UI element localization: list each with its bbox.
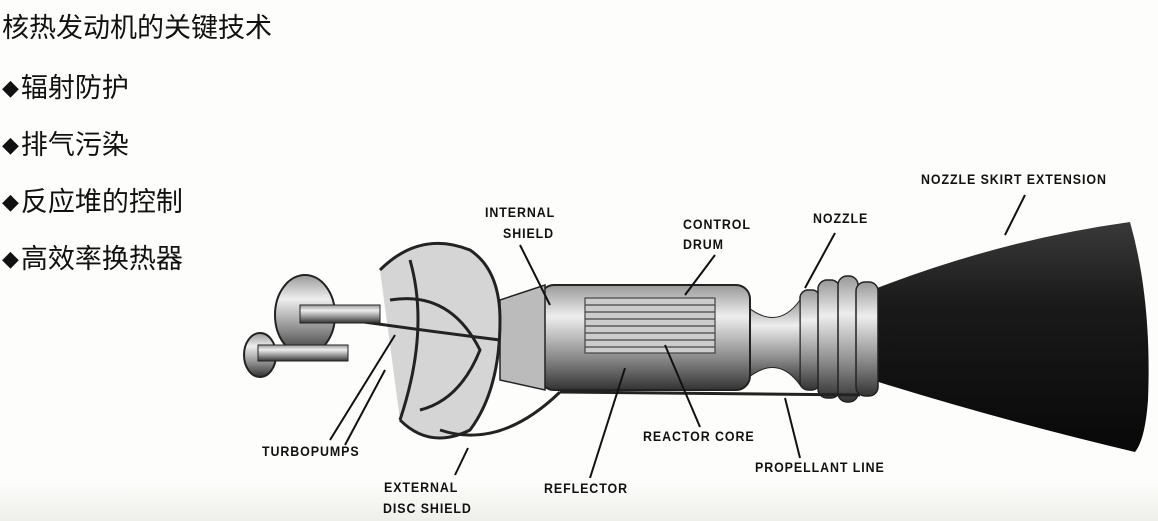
- label-control-drum-line2: DRUM: [683, 237, 724, 252]
- label-control-drum-line1: CONTROL: [683, 217, 751, 232]
- label-external-disc-shield-line1: EXTERNAL: [384, 480, 459, 495]
- label-external-disc-shield-line2: DISC SHIELD: [383, 501, 472, 516]
- label-internal-shield-line2: SHIELD: [503, 226, 555, 241]
- nozzle-skirt: [872, 222, 1149, 452]
- bullet-item: ◆反应堆的控制: [2, 174, 183, 231]
- nozzle-rings: [799, 275, 879, 403]
- bullet-item: ◆排气污染: [2, 117, 183, 174]
- leader-lines: [329, 194, 1026, 479]
- diamond-bullet-icon: ◆: [2, 246, 19, 272]
- bullet-text: 辐射防护: [20, 72, 129, 104]
- bullet-text: 排气污染: [20, 129, 129, 161]
- label-nozzle: NOZZLE: [813, 211, 869, 226]
- label-reflector: REFLECTOR: [544, 481, 628, 496]
- bullet-text: 反应堆的控制: [20, 186, 183, 218]
- label-internal-shield-line1: INTERNAL: [485, 205, 556, 220]
- diamond-bullet-icon: ◆: [2, 189, 19, 215]
- propellant-line: [559, 390, 861, 397]
- bullet-item: ◆辐射防护: [2, 60, 183, 117]
- slide-title: 核热发动机的关键技术: [2, 13, 272, 44]
- nozzle-throat: [739, 298, 801, 387]
- label-propellant-line: PROPELLANT LINE: [755, 460, 885, 475]
- reactor-core: [584, 297, 716, 354]
- bullet-text: 高效率换热器: [20, 243, 183, 275]
- label-reactor-core: REACTOR CORE: [643, 429, 755, 444]
- bullet-item: ◆高效率换热器: [2, 231, 183, 288]
- diamond-bullet-icon: ◆: [2, 132, 19, 158]
- internal-shield: [499, 283, 546, 391]
- label-nozzle-skirt-extension: NOZZLE SKIRT EXTENSION: [921, 172, 1107, 187]
- label-turbopumps: TURBOPUMPS: [262, 444, 360, 459]
- bullet-list: ◆辐射防护 ◆排气污染 ◆反应堆的控制 ◆高效率换热器: [2, 60, 183, 288]
- bottom-shadow: [0, 481, 1158, 521]
- diamond-bullet-icon: ◆: [2, 75, 19, 101]
